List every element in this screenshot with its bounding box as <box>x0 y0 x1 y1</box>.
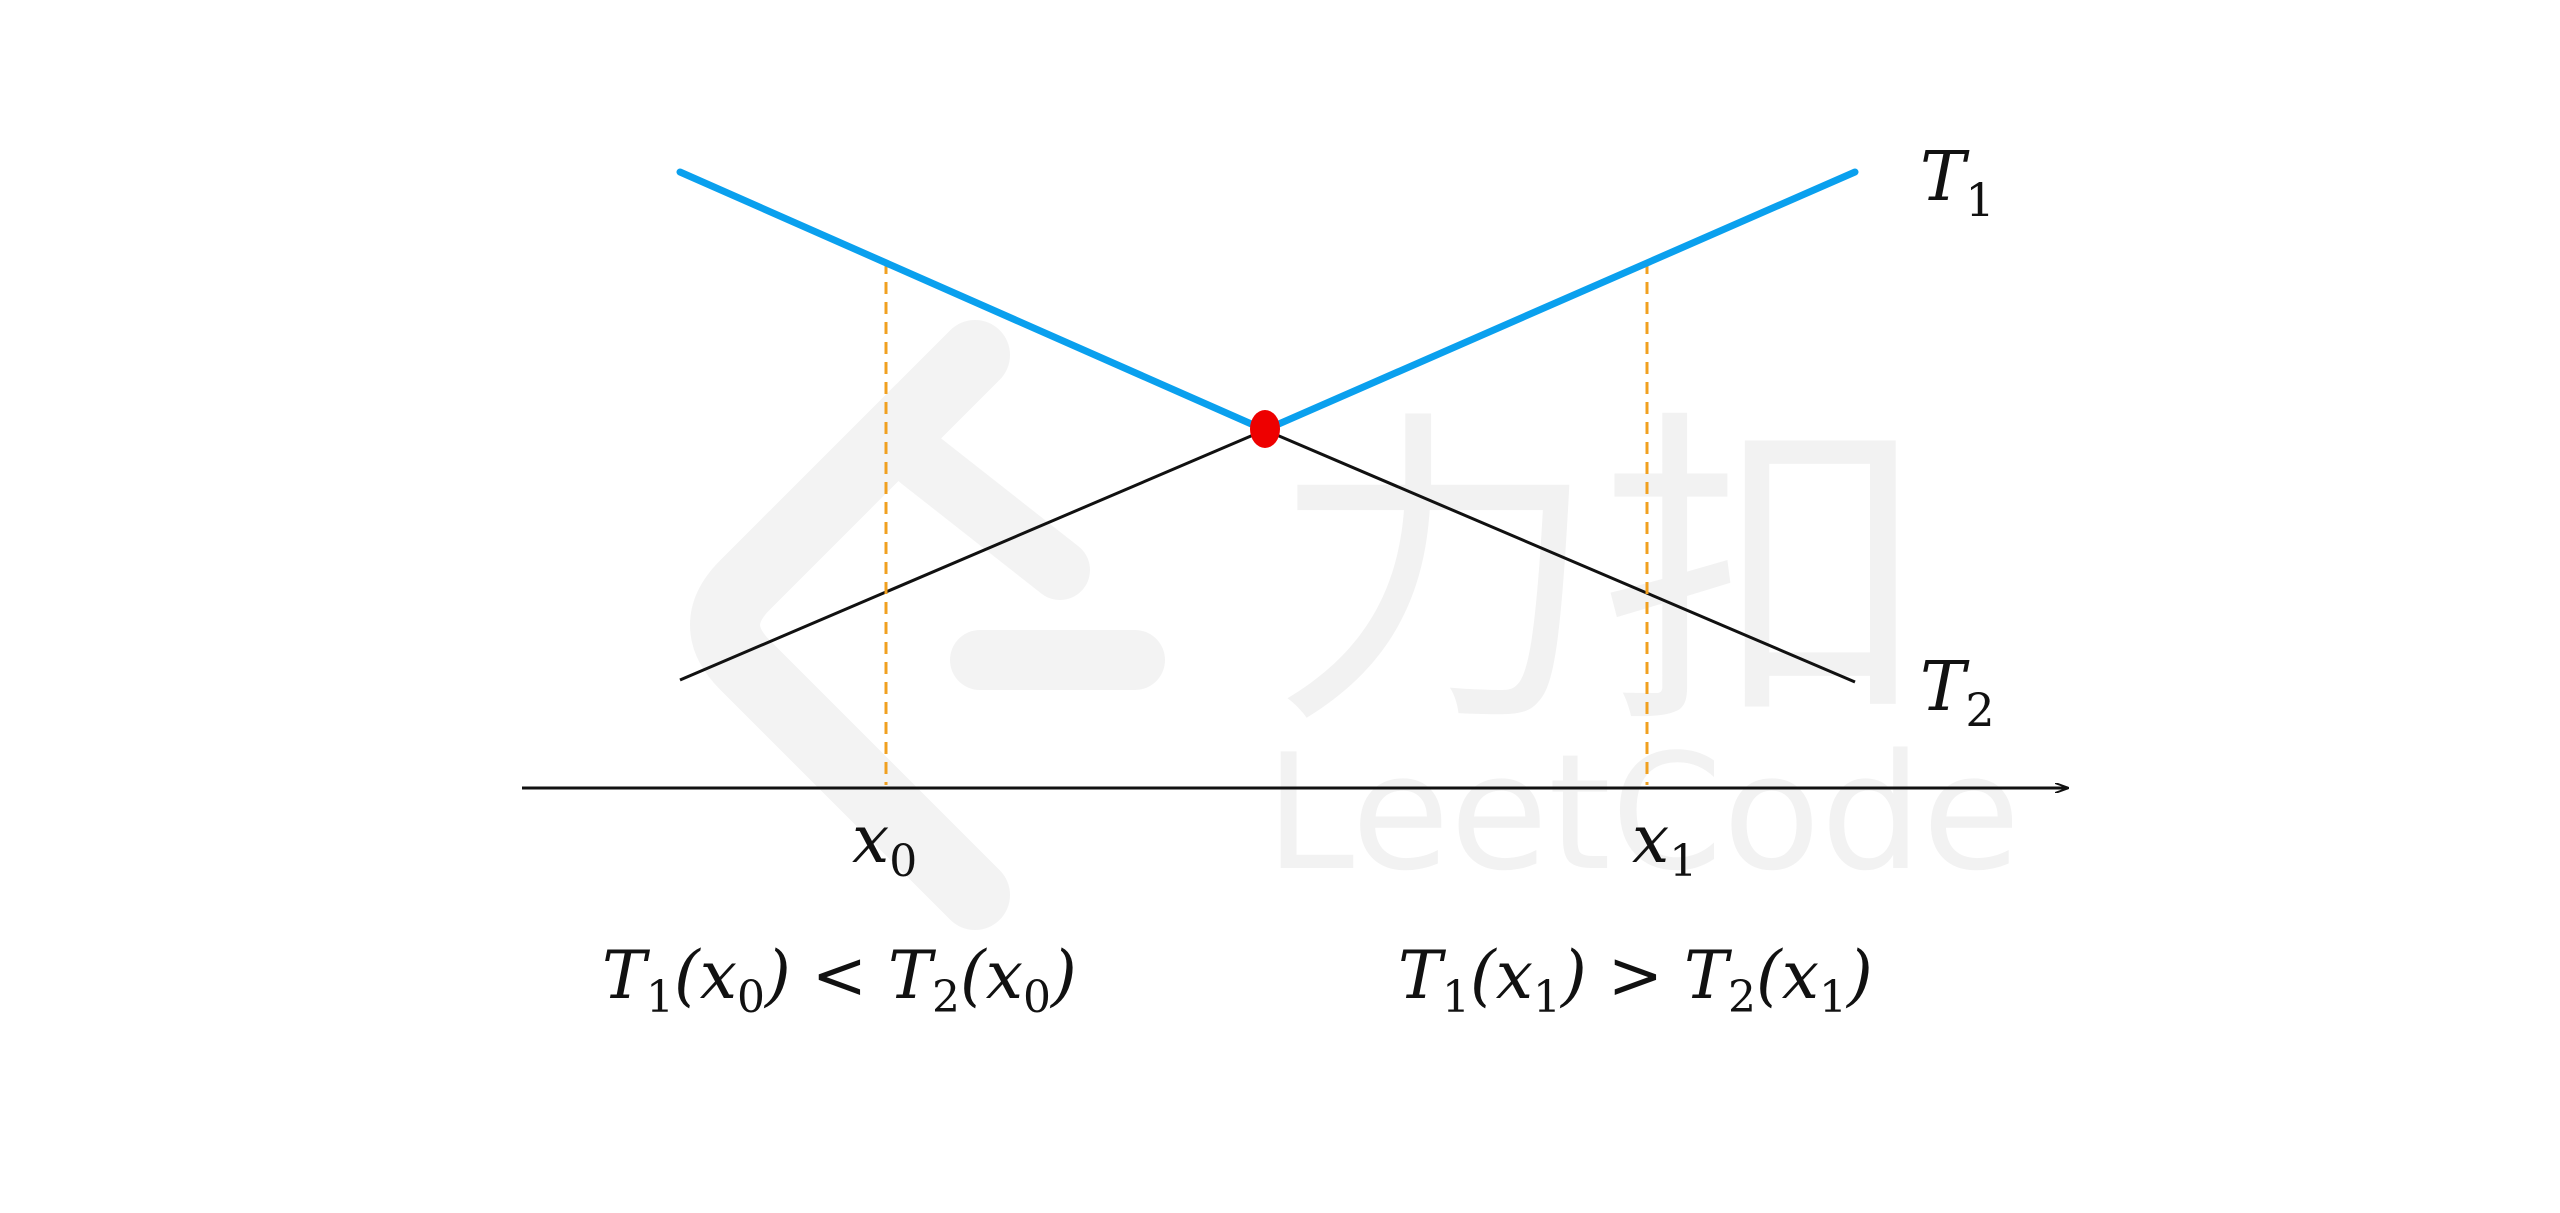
leetcode-logo-watermark: 力扣 LeetCode <box>690 320 2021 930</box>
intersection-point <box>1250 410 1280 448</box>
logo-chevron-icon <box>690 320 1010 930</box>
watermark-chinese-chars: 力扣 <box>1270 384 1930 768</box>
x1-label: x1 <box>1632 801 1697 887</box>
t2-left-segment <box>679 428 1266 682</box>
t2-label: T2 <box>1920 648 1995 737</box>
watermark-leetcode-text: LeetCode <box>1265 719 2021 906</box>
t1-label: T1 <box>1920 138 1995 227</box>
right-inequality: T1(x1) > T2(x1) <box>1398 937 1873 1023</box>
x0-label: x0 <box>852 801 917 887</box>
left-inequality: T1(x0) < T2(x0) <box>602 937 1077 1023</box>
logo-bracket-icon <box>890 430 1090 600</box>
t2-right-segment <box>1264 428 1856 684</box>
